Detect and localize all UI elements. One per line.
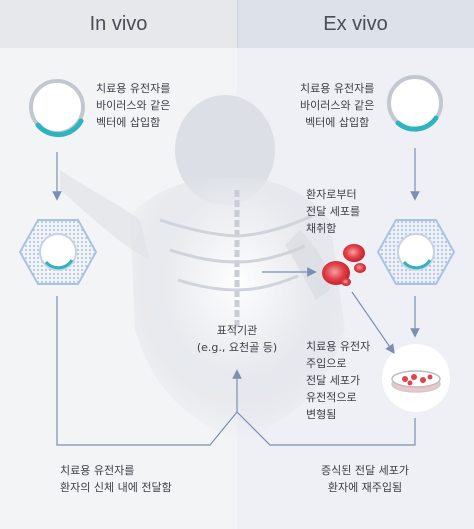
target-organ-text: 표적기관 (e.g., 요천골 등): [196, 322, 278, 356]
ex-vivo-transfer-text: 치료용 유전자 주입으로 전달 세포가 유전적으로 변형됨: [306, 338, 370, 423]
petri-dish-icon: [382, 344, 450, 412]
ex-vivo-bottom-text: 증식된 전달 세포가 환자에 재주입됨: [300, 462, 430, 496]
ex-vivo-title: Ex vivo: [237, 0, 474, 48]
ex-vivo-transfer-line2: 주입으로: [306, 357, 347, 370]
in-vivo-step1-line2: 바이러스와 같은: [96, 99, 171, 112]
header-divider: [237, 0, 238, 48]
ex-vivo-vector-icon: [387, 75, 443, 132]
ex-vivo-transfer-line1: 치료용 유전자: [306, 340, 371, 353]
human-body-illustration: [60, 95, 345, 440]
in-vivo-bottom-text: 치료용 유전자를 환자의 신체 내에 전달함: [60, 462, 172, 496]
ex-vivo-transfer-line3: 전달 세포가: [306, 374, 361, 387]
ex-vivo-step1-line1: 치료용 유전자를: [300, 82, 375, 95]
in-vivo-step1-line1: 치료용 유전자를: [96, 82, 171, 95]
ex-vivo-harvest-text: 환자로부터 전달 세포를 채취함: [306, 186, 360, 237]
harvested-cells-icon: [322, 244, 366, 286]
in-vivo-title: In vivo: [0, 0, 237, 48]
flow-arrows: [52, 148, 420, 446]
ex-vivo-step1-line2: 바이러스와 같은: [300, 99, 375, 112]
in-vivo-vector-cell-icon: [18, 219, 98, 285]
ex-vivo-step1-text: 치료용 유전자를 바이러스와 같은 벡터에 삽입함: [300, 80, 374, 131]
ex-vivo-transfer-line5: 변형됨: [306, 408, 337, 421]
ex-vivo-bottom-line1: 증식된 전달 세포가: [321, 464, 409, 477]
ex-vivo-transfer-line4: 유전적으로: [306, 391, 357, 404]
ex-vivo-harvest-line3: 채취함: [306, 222, 337, 235]
in-vivo-step1-line3: 벡터에 삽입함: [96, 116, 161, 129]
in-vivo-bottom-line1: 치료용 유전자를: [60, 464, 135, 477]
ex-vivo-step1-line3: 벡터에 삽입함: [305, 116, 370, 129]
in-vivo-bottom-line2: 환자의 신체 내에 전달함: [60, 481, 172, 494]
ex-vivo-bottom-line2: 환자에 재주입됨: [327, 481, 403, 494]
target-organ-line1: 표적기관: [216, 324, 258, 337]
ex-vivo-harvest-line2: 전달 세포를: [306, 205, 361, 218]
ex-vivo-harvest-line1: 환자로부터: [306, 188, 357, 201]
target-organ-line2: (e.g., 요천골 등): [196, 341, 278, 354]
in-vivo-step1-text: 치료용 유전자를 바이러스와 같은 벡터에 삽입함: [96, 80, 170, 131]
in-vivo-vector-icon: [29, 79, 85, 138]
ex-vivo-vector-cell-icon: [376, 219, 456, 285]
